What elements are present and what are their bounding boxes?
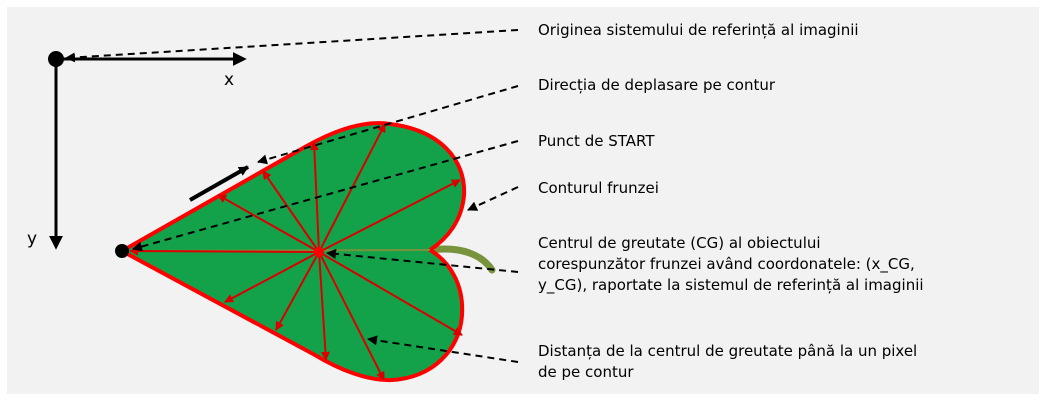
radius-arrow [318, 251, 385, 381]
radius-arrow [318, 251, 330, 361]
label-distance-line1: Distanța de la centrul de greutate până … [538, 342, 918, 360]
start-point [115, 244, 129, 258]
y-axis-label: y [27, 229, 38, 249]
figure-background [7, 7, 1039, 394]
label-cg-line3: y_CG), raportate la sistemul de referinț… [538, 276, 924, 294]
leader-line-cg [326, 248, 519, 273]
center-of-gravity-point [314, 247, 324, 257]
label-cg-line1: Centrul de greutate (CG) al obiectului [538, 234, 821, 252]
origin-point [48, 51, 64, 67]
x-axis-label: x [224, 70, 235, 90]
label-direction: Direcția de deplasare pe contur [538, 76, 776, 94]
radius-arrow [262, 170, 320, 253]
label-contour: Conturul frunzei [538, 179, 659, 197]
label-distance: Distanța de la centrul de greutate până … [538, 341, 1028, 383]
label-distance-line2: de pe contur [538, 363, 634, 381]
radius-arrow [318, 251, 463, 336]
leader-line-distance [367, 335, 519, 363]
leader-line-origin [65, 29, 519, 63]
radius-arrow [217, 194, 320, 253]
radius-arrow [129, 246, 320, 256]
leader-line-direction [257, 85, 519, 165]
label-center-of-gravity: Centrul de greutate (CG) al obiectului c… [538, 233, 1022, 296]
direction-arrow [189, 165, 249, 202]
image-axes [48, 51, 247, 250]
leader-lines [65, 29, 519, 363]
leader-line-start [132, 140, 519, 252]
label-cg-line2: corespunzător frunzei având coordonatele… [538, 255, 915, 273]
radius-arrow [275, 251, 320, 331]
leader-line-contour [467, 186, 519, 211]
radius-arrow [224, 251, 320, 303]
radius-arrow [318, 179, 461, 253]
label-start: Punct de START [538, 132, 655, 150]
label-origin: Originea sistemului de referință al imag… [538, 21, 859, 39]
radius-arrows [129, 123, 463, 381]
